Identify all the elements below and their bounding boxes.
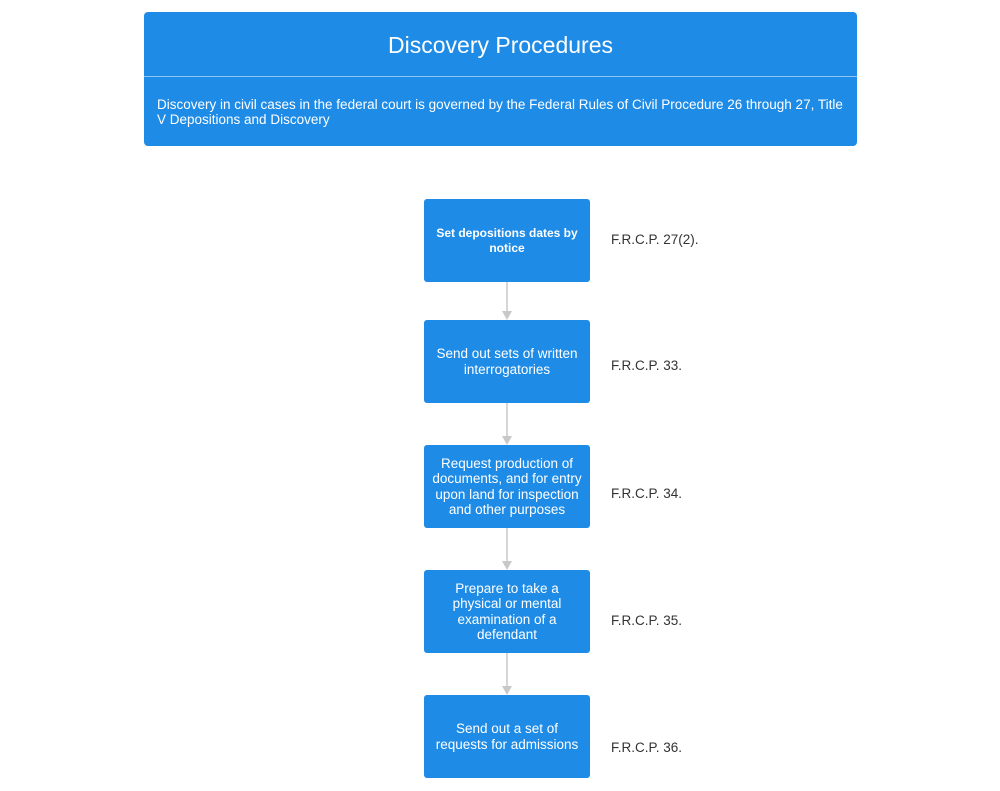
step-label: Send out a set of requests for admission… [435,721,579,752]
step-rule-production: F.R.C.P. 34. [611,486,683,501]
step-rule-interrogatories: F.R.C.P. 33. [611,358,683,373]
header-divider [144,76,857,77]
header-panel: Discovery Procedures Discovery in civil … [144,12,857,146]
step-rule-depositions: F.R.C.P. 27(2). [611,232,699,247]
step-box-depositions: Set depositions dates by notice [424,199,590,282]
step-box-interrogatories: Send out sets of written interrogatories [424,320,590,403]
step-label: Send out sets of written interrogatories [436,346,578,377]
step-rule-examination: F.R.C.P. 35. [611,613,683,628]
step-label: Prepare to take a physical or mental exa… [452,580,562,643]
arrowhead-4 [502,686,512,695]
header-description: Discovery in civil cases in the federal … [157,97,843,127]
arrowhead-1 [502,311,512,320]
step-box-examination: Prepare to take a physical or mental exa… [424,570,590,653]
arrowhead-2 [502,436,512,445]
page-title: Discovery Procedures [388,32,613,58]
step-rule-admissions: F.R.C.P. 36. [611,740,683,755]
step-label: Request production of documents, and for… [432,455,582,518]
arrowhead-3 [502,561,512,570]
step-box-production: Request production of documents, and for… [424,445,590,528]
step-label: Set depositions dates by notice [436,225,578,255]
step-box-admissions: Send out a set of requests for admission… [424,695,590,778]
